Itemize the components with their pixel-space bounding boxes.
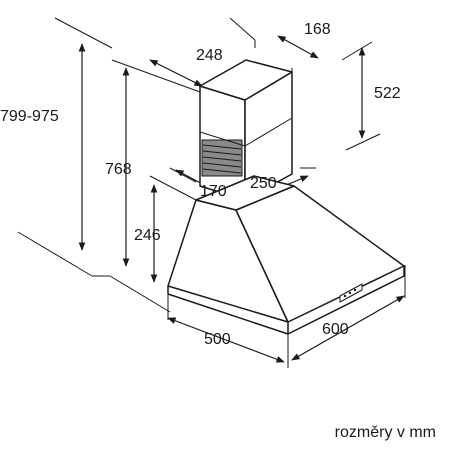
label-hood-depth: 600 bbox=[322, 321, 349, 338]
label-bottom-width: 170 bbox=[200, 183, 227, 200]
label-bottom-depth: 250 bbox=[250, 175, 277, 192]
control-panel bbox=[339, 283, 363, 303]
range-hood bbox=[167, 59, 405, 335]
canopy-rim-front bbox=[167, 286, 289, 335]
label-chimney-height: 768 bbox=[105, 161, 132, 178]
vent-grille bbox=[201, 139, 243, 177]
dim-hood-width-line bbox=[167, 317, 285, 363]
canopy-rim-side bbox=[287, 266, 405, 335]
label-hood-width: 500 bbox=[204, 331, 231, 348]
dim-hood-depth-line bbox=[291, 295, 405, 361]
label-chimney-depth: 168 bbox=[304, 21, 331, 38]
dimension-labels: 799-975 768 246 522 248 168 170 250 500 … bbox=[0, 21, 401, 348]
dim-chimney-depth-line bbox=[277, 35, 319, 59]
extension-lines bbox=[17, 17, 406, 368]
label-canopy-height: 246 bbox=[134, 227, 161, 244]
label-upper-height: 522 bbox=[374, 85, 401, 102]
units-caption: rozměry v mm bbox=[334, 424, 436, 441]
label-total-height: 799-975 bbox=[0, 108, 59, 125]
dim-chimney-width-line bbox=[149, 59, 203, 87]
label-chimney-width: 248 bbox=[196, 47, 223, 64]
chimney-top-face bbox=[199, 59, 293, 101]
canopy-top-plate bbox=[195, 175, 295, 211]
